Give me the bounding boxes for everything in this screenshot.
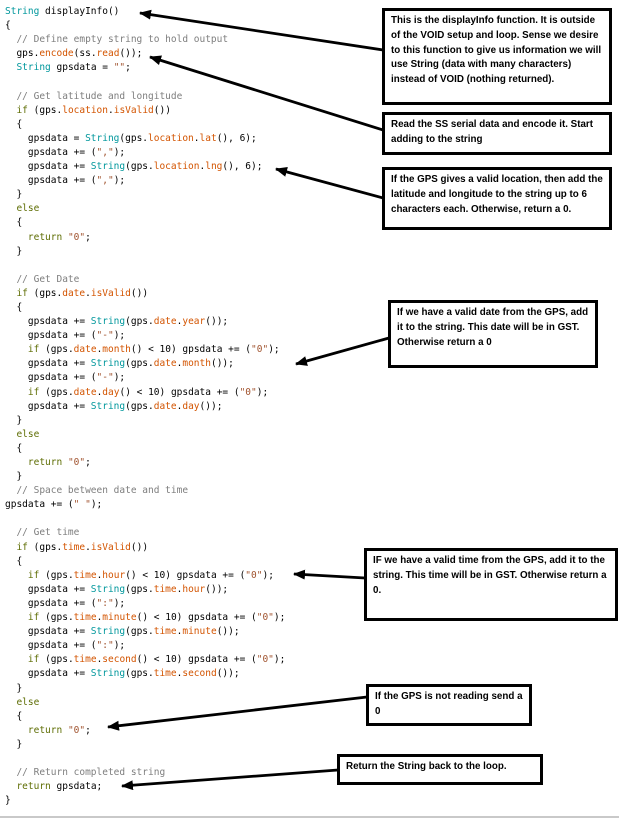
code-line: // Get Date bbox=[16, 273, 80, 285]
code-line: gpsdata += String(gps.time.minute()); bbox=[5, 626, 240, 638]
code-line: { bbox=[5, 217, 23, 229]
code-line: if (gps.time.hour() < 10) gpsdata += ("0… bbox=[27, 569, 274, 581]
code-line: gpsdata += (":"); bbox=[5, 640, 126, 652]
code-line: return gpsdata; bbox=[16, 781, 103, 793]
code-line: return "0"; bbox=[27, 231, 91, 243]
code-line: if (gps.time.second() < 10) gpsdata += (… bbox=[27, 654, 286, 666]
code-line: gpsdata += String(gps.time.second()); bbox=[5, 668, 240, 680]
code-line: if (gps.date.isValid()) bbox=[16, 287, 149, 299]
callout-displayinfo: This is the displayInfo function. It is … bbox=[382, 8, 612, 105]
code-line bbox=[5, 75, 285, 89]
code-line: gpsdata += (","); bbox=[5, 146, 126, 158]
code-line: if (gps.time.minute() < 10) gpsdata += (… bbox=[27, 612, 286, 624]
code-line: gpsdata += String(gps.date.day()); bbox=[5, 400, 223, 412]
code-line: gps.encode(ss.read()); bbox=[5, 48, 143, 60]
code-line: { bbox=[5, 710, 23, 722]
code-line: gpsdata += (":"); bbox=[5, 597, 126, 609]
code-line: } bbox=[5, 682, 23, 694]
code-line: return "0"; bbox=[27, 724, 91, 736]
code-line: gpsdata += (","); bbox=[5, 175, 126, 187]
code-line: gpsdata += String(gps.location.lng(), 6)… bbox=[5, 161, 263, 173]
code-line: gpsdata += String(gps.date.year()); bbox=[5, 316, 229, 328]
callout-not-reading: If the GPS is not reading send a 0 bbox=[366, 684, 532, 726]
code-line: { bbox=[5, 118, 23, 130]
code-line: // Define empty string to hold output bbox=[16, 34, 229, 46]
code-line: gpsdata += ("-"); bbox=[5, 372, 126, 384]
code-line bbox=[5, 752, 285, 766]
code-line: // Get latitude and longitude bbox=[16, 90, 183, 102]
code-line: String displayInfo() bbox=[5, 6, 120, 17]
code-line: return "0"; bbox=[27, 457, 91, 468]
code-line bbox=[5, 512, 285, 526]
code-line: } bbox=[5, 738, 23, 750]
code-line: } bbox=[5, 414, 23, 426]
code-line: gpsdata += String(gps.time.hour()); bbox=[5, 583, 229, 595]
code-line: } bbox=[5, 245, 23, 257]
code-block: String displayInfo() { // Define empty st… bbox=[5, 5, 285, 808]
code-line: gpsdata = String(gps.location.lat(), 6); bbox=[5, 132, 257, 144]
code-line: else bbox=[16, 428, 40, 440]
code-line: { bbox=[5, 301, 23, 313]
arrow-time bbox=[293, 569, 366, 580]
code-line: { bbox=[5, 20, 11, 32]
code-line: } bbox=[5, 189, 23, 201]
code-line: // Space between date and time bbox=[16, 485, 189, 497]
code-line: else bbox=[16, 696, 40, 708]
code-line: // Get time bbox=[16, 527, 80, 539]
callout-date: If we have a valid date from the GPS, ad… bbox=[388, 300, 598, 368]
code-line: if (gps.location.isValid()) bbox=[16, 104, 171, 116]
arrow-location bbox=[275, 167, 384, 200]
code-line: if (gps.date.day() < 10) gpsdata += ("0"… bbox=[27, 386, 269, 398]
callout-location: If the GPS gives a valid location, then … bbox=[382, 167, 612, 230]
code-line: gpsdata += (" "); bbox=[5, 499, 103, 511]
code-line: { bbox=[5, 442, 23, 454]
callout-return-string: Return the String back to the loop. bbox=[337, 754, 543, 785]
callout-encode: Read the SS serial data and encode it. S… bbox=[382, 112, 612, 155]
callout-time: IF we have a valid time from the GPS, ad… bbox=[364, 548, 618, 621]
code-line: else bbox=[16, 203, 40, 215]
code-line: } bbox=[5, 795, 11, 807]
code-line: if (gps.date.month() < 10) gpsdata += ("… bbox=[27, 344, 280, 356]
code-line: } bbox=[5, 471, 23, 483]
code-line: if (gps.time.isValid()) bbox=[16, 541, 149, 553]
code-line: { bbox=[5, 555, 23, 567]
code-line: gpsdata += ("-"); bbox=[5, 330, 126, 342]
code-line: String gpsdata = ""; bbox=[16, 62, 131, 74]
arrow-date bbox=[295, 336, 390, 366]
code-line: gpsdata += String(gps.date.month()); bbox=[5, 358, 234, 370]
code-line bbox=[5, 259, 285, 273]
code-line: // Return completed string bbox=[16, 767, 166, 779]
